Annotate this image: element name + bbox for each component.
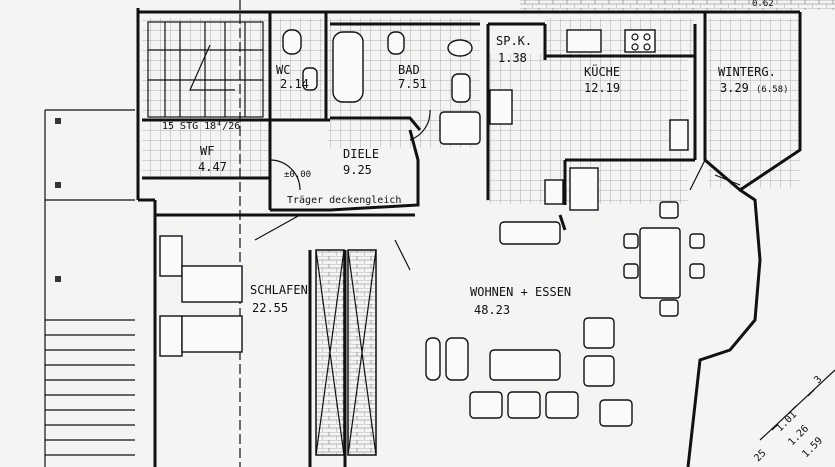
- bed-icon: [181, 265, 243, 303]
- wc-sink-icon: [302, 67, 318, 91]
- fridge-icon: [669, 119, 689, 151]
- room-name-bad: BAD: [398, 63, 420, 77]
- bathtub-icon: [332, 31, 364, 103]
- room-labels: WC 2.14 BAD 7.51 SP.K. 1.38 KÜCHE 12.19 …: [162, 0, 789, 317]
- bad-sink-icon: [447, 39, 473, 57]
- wc-toilet-icon: [282, 29, 302, 55]
- dimension-labels: 25 1.01 1.26 1.59 3: [752, 374, 825, 464]
- sideboard-icon: [499, 221, 561, 245]
- level-annotation: ±0.00: [284, 170, 311, 180]
- room-area-bad: 7.51: [398, 77, 427, 91]
- room-name-diele: DIELE: [343, 147, 379, 161]
- dim-label: 3: [812, 374, 824, 386]
- sink-unit-icon: [566, 29, 602, 53]
- top-dimension: 0.62: [752, 0, 774, 9]
- room-area-wc: 2.14: [280, 77, 309, 91]
- walls: [136, 8, 802, 467]
- room-area-wohnen-essen: 48.23: [474, 303, 510, 317]
- dimension-lines: [759, 369, 835, 441]
- beam-annotation: Träger deckengleich: [287, 195, 401, 206]
- room-name-wc: WC: [276, 63, 290, 77]
- room-area-kueche: 12.19: [584, 81, 620, 95]
- room-area-alt-wintergarten: (6.58): [756, 85, 789, 95]
- living-furniture: [425, 201, 705, 427]
- room-area-wintergarten: 3.29: [720, 81, 749, 95]
- room-name-speisekammer: SP.K.: [496, 34, 532, 48]
- bedroom-furniture: [159, 235, 243, 357]
- dim-label: 1.59: [800, 435, 825, 460]
- room-area-wf: 4.47: [198, 160, 227, 174]
- bathroom-fixtures: [282, 29, 481, 145]
- room-name-wf: WF: [200, 144, 214, 158]
- stove-icon: [624, 29, 656, 53]
- shower-icon: [439, 111, 481, 145]
- dim-label: 25: [752, 448, 768, 464]
- dining-table-icon: [639, 227, 681, 299]
- room-name-wohnen-essen: WOHNEN + ESSEN: [470, 285, 571, 299]
- room-area-diele: 9.25: [343, 163, 372, 177]
- coffee-table-icon: [489, 349, 561, 381]
- room-area-schlafen: 22.55: [252, 301, 288, 315]
- bidet-icon: [451, 73, 471, 103]
- doors: [254, 109, 741, 271]
- room-name-schlafen: SCHLAFEN: [250, 283, 308, 297]
- exterior-stair: [44, 109, 135, 467]
- room-name-wintergarten: WINTERG.: [718, 65, 776, 79]
- room-name-kueche: KÜCHE: [584, 63, 620, 79]
- kitchen-units: [489, 29, 689, 211]
- room-area-speisekammer: 1.38: [498, 51, 527, 65]
- columns: [315, 249, 377, 456]
- bad-toilet-icon: [387, 31, 405, 55]
- staircase: [147, 0, 264, 467]
- stair-annotation: 15 STG 18⁴/26: [162, 121, 240, 132]
